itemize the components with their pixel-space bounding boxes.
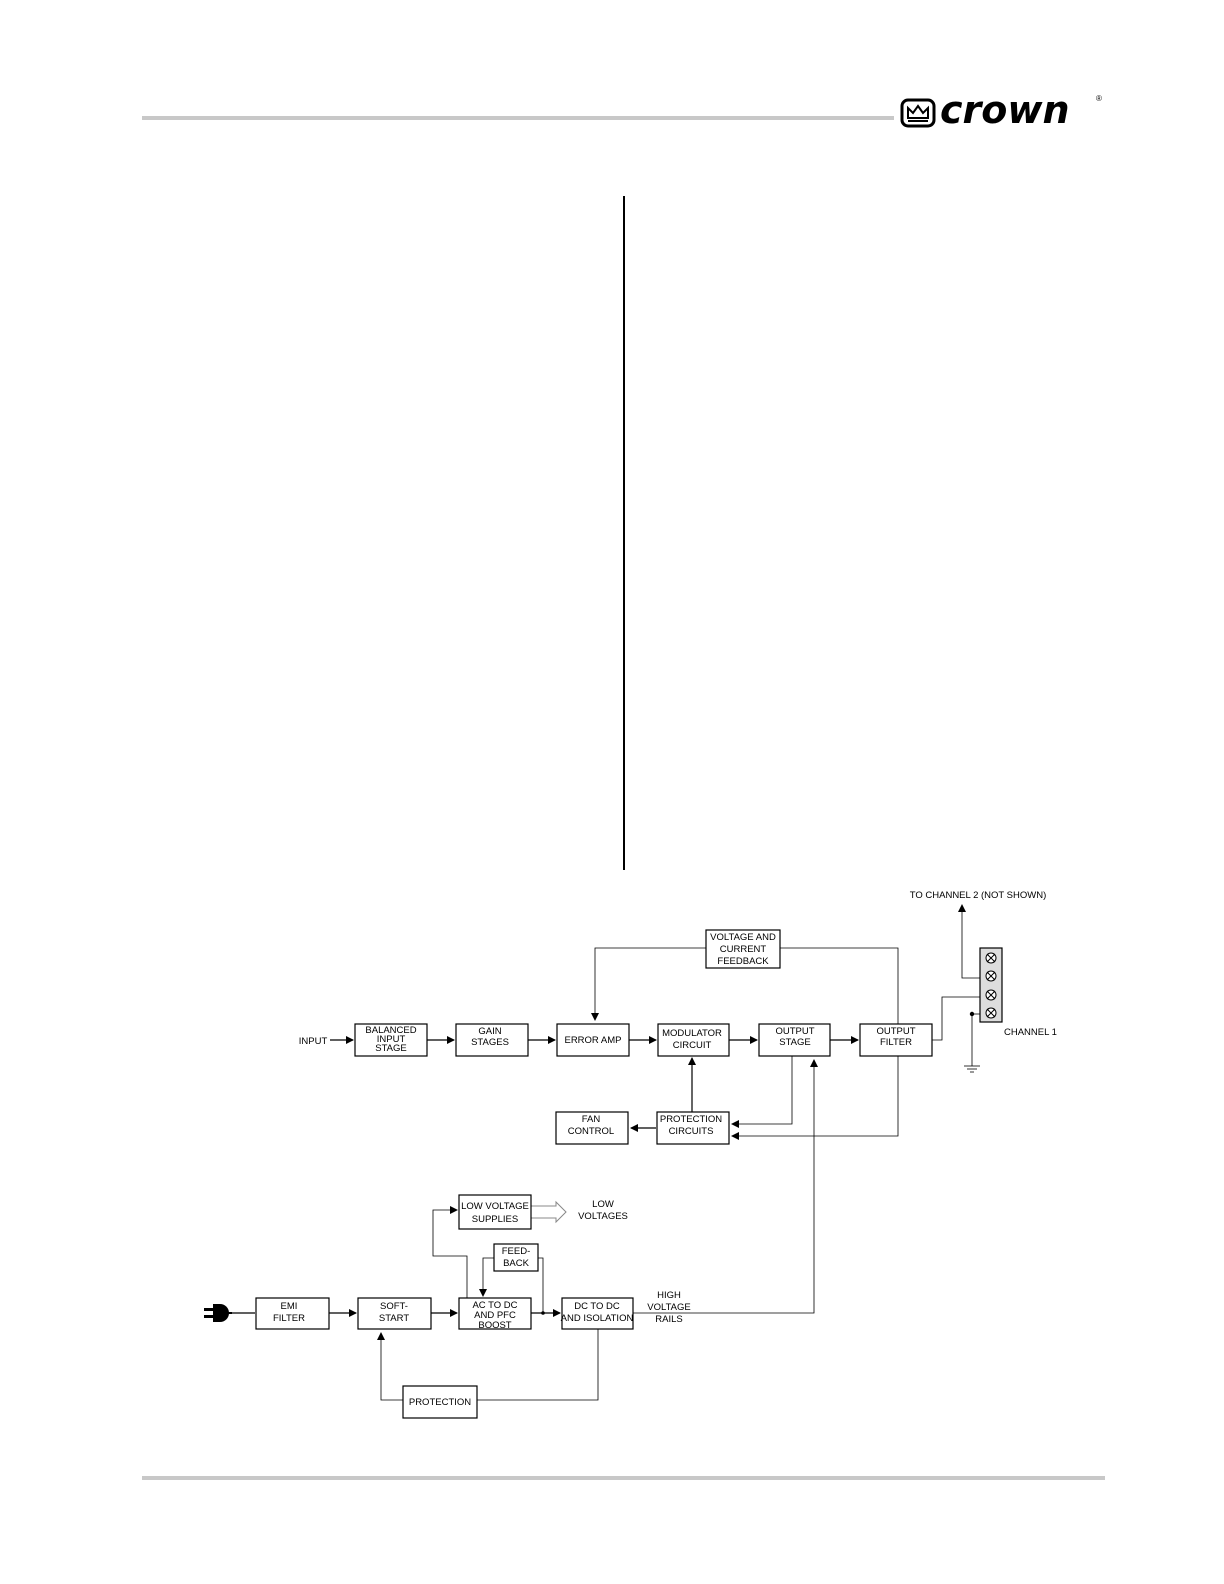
signal-connections xyxy=(330,904,980,1314)
svg-text:FILTER: FILTER xyxy=(880,1037,912,1048)
soft-start-box: SOFT- START xyxy=(357,1297,432,1330)
svg-text:ERROR AMP: ERROR AMP xyxy=(564,1035,621,1046)
svg-text:STAGE: STAGE xyxy=(375,1043,407,1054)
svg-text:BALANCED: BALANCED xyxy=(365,1025,416,1036)
svg-text:BACK: BACK xyxy=(503,1258,530,1269)
balanced-input-stage-box: BALANCED INPUT STAGE xyxy=(354,1023,428,1057)
header-rule xyxy=(142,116,894,120)
fan-control-box: FAN CONTROL xyxy=(555,1111,629,1145)
gain-stages-box: GAIN STAGES xyxy=(455,1023,529,1057)
svg-text:LOW: LOW xyxy=(592,1199,614,1210)
power-connections xyxy=(230,1200,599,1401)
svg-text:MODULATOR: MODULATOR xyxy=(662,1028,722,1039)
crown-logo: crown ® xyxy=(900,90,1106,130)
brand-wordmark: crown xyxy=(940,88,1070,132)
svg-text:VOLTAGES: VOLTAGES xyxy=(578,1211,628,1222)
column-divider xyxy=(623,196,625,870)
svg-text:START: START xyxy=(379,1313,409,1324)
svg-text:LOW VOLTAGE: LOW VOLTAGE xyxy=(461,1201,529,1212)
protection-circuits-box: PROTECTION CIRCUITS xyxy=(656,1111,730,1145)
modulator-circuit-box: MODULATOR CIRCUIT xyxy=(657,1023,730,1057)
terminal-screw-icon xyxy=(985,952,997,1019)
svg-text:VOLTAGE: VOLTAGE xyxy=(647,1302,690,1313)
svg-text:FEEDBACK: FEEDBACK xyxy=(717,956,769,967)
svg-text:CIRCUIT: CIRCUIT xyxy=(673,1040,712,1051)
svg-text:SOFT-: SOFT- xyxy=(380,1301,408,1312)
svg-text:AND ISOLATION: AND ISOLATION xyxy=(561,1313,634,1324)
channel-1-label: CHANNEL 1 xyxy=(1004,1027,1057,1038)
high-voltage-rails-label: HIGH VOLTAGE RAILS xyxy=(647,1290,690,1325)
dc-to-dc-box: DC TO DC AND ISOLATION xyxy=(561,1297,634,1330)
svg-text:STAGE: STAGE xyxy=(779,1037,811,1048)
output-filter-box: OUTPUT FILTER xyxy=(859,1023,933,1057)
svg-text:RAILS: RAILS xyxy=(655,1314,682,1325)
error-amp-box: ERROR AMP xyxy=(556,1023,630,1057)
svg-text:OUTPUT: OUTPUT xyxy=(775,1026,814,1037)
svg-text:PROTECTION: PROTECTION xyxy=(409,1397,471,1408)
svg-text:DC TO DC: DC TO DC xyxy=(574,1301,620,1312)
svg-text:CURRENT: CURRENT xyxy=(720,944,767,955)
to-channel-2-label: TO CHANNEL 2 (NOT SHOWN) xyxy=(910,890,1047,901)
crown-emblem-icon xyxy=(900,98,936,128)
svg-text:EMI: EMI xyxy=(281,1301,298,1312)
protection-box: PROTECTION xyxy=(402,1385,478,1419)
registered-mark: ® xyxy=(1096,94,1102,103)
svg-text:INPUT: INPUT xyxy=(377,1034,406,1045)
svg-text:OUTPUT: OUTPUT xyxy=(876,1026,915,1037)
svg-text:HIGH: HIGH xyxy=(657,1290,681,1301)
svg-text:STAGES: STAGES xyxy=(471,1037,509,1048)
footer-rule xyxy=(142,1476,1105,1480)
svg-text:CIRCUITS: CIRCUITS xyxy=(669,1126,714,1137)
output-terminal-block xyxy=(979,947,1003,1023)
svg-text:FEED-: FEED- xyxy=(502,1246,531,1257)
svg-text:AC TO DC: AC TO DC xyxy=(472,1300,517,1311)
svg-text:BOOST: BOOST xyxy=(478,1320,511,1331)
svg-text:SUPPLIES: SUPPLIES xyxy=(472,1214,518,1225)
svg-text:PROTECTION: PROTECTION xyxy=(660,1114,722,1125)
svg-text:GAIN: GAIN xyxy=(478,1026,501,1037)
svg-text:AND PFC: AND PFC xyxy=(474,1310,516,1321)
input-label: INPUT xyxy=(299,1036,328,1047)
low-voltages-label: LOW VOLTAGES xyxy=(578,1199,628,1222)
svg-text:CONTROL: CONTROL xyxy=(568,1126,614,1137)
emi-filter-box: EMI FILTER xyxy=(255,1297,330,1330)
power-plug-icon xyxy=(204,1304,232,1322)
low-voltage-supplies-box: LOW VOLTAGE SUPPLIES xyxy=(458,1194,532,1230)
feedback-box: FEED- BACK xyxy=(493,1243,539,1272)
svg-text:FAN: FAN xyxy=(582,1114,601,1125)
output-stage-box: OUTPUT STAGE xyxy=(758,1023,831,1057)
ac-to-dc-box: AC TO DC AND PFC BOOST xyxy=(458,1297,532,1331)
voltage-current-feedback-box: VOLTAGE AND CURRENT FEEDBACK xyxy=(705,929,781,969)
svg-text:FILTER: FILTER xyxy=(273,1313,305,1324)
svg-text:VOLTAGE AND: VOLTAGE AND xyxy=(710,932,776,943)
